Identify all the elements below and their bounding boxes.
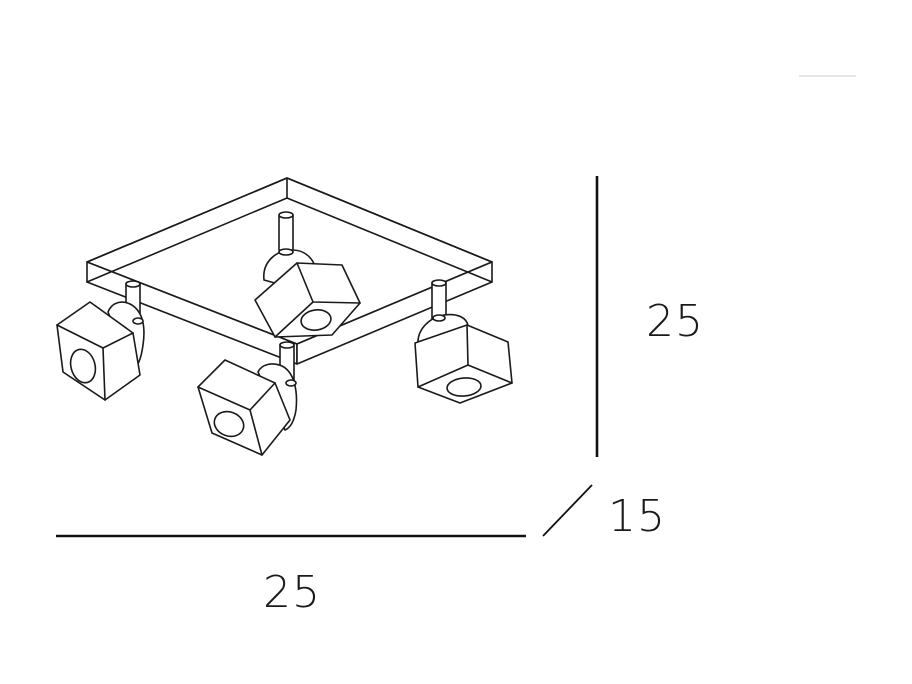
depth-dimension-label: 15 <box>608 491 666 542</box>
spotlight-right <box>414 279 513 404</box>
width-dimension-label: 25 <box>263 567 321 618</box>
depth-dimension-line <box>542 484 593 537</box>
spotlight-front <box>197 341 298 456</box>
height-dimension-label: 25 <box>646 296 704 347</box>
spotlight-back <box>254 211 361 338</box>
spotlight-left <box>56 280 145 401</box>
